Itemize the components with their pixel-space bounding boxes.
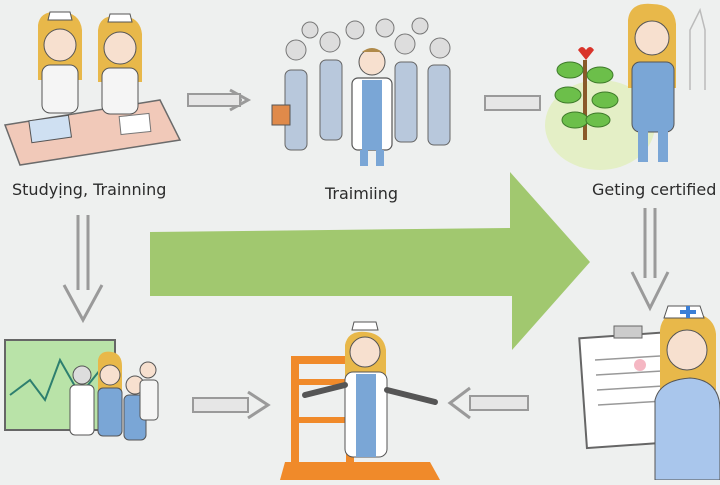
step-label-certified: Geting certified: [592, 180, 717, 199]
arrow-nurse-to-teaching: [447, 386, 529, 420]
arrow-training-to-certified: [484, 95, 541, 111]
arrow-study-to-training: [187, 88, 252, 112]
nurse-clipboard-illustration: [578, 305, 720, 481]
arrow-study-down: [62, 215, 104, 324]
arrow-certified-down: [630, 208, 670, 312]
certified-illustration: [545, 3, 706, 170]
step-label-study: Studyịng, Trainning: [12, 180, 167, 199]
arrow-practice-to-teaching: [192, 390, 271, 420]
training-illustration: [271, 17, 451, 166]
practice-illustration: [4, 339, 159, 441]
main-progress-arrow: [150, 172, 590, 350]
teaching-illustration: [280, 321, 440, 480]
study-illustration: [3, 11, 182, 166]
step-label-training: Traimiing: [325, 184, 399, 203]
